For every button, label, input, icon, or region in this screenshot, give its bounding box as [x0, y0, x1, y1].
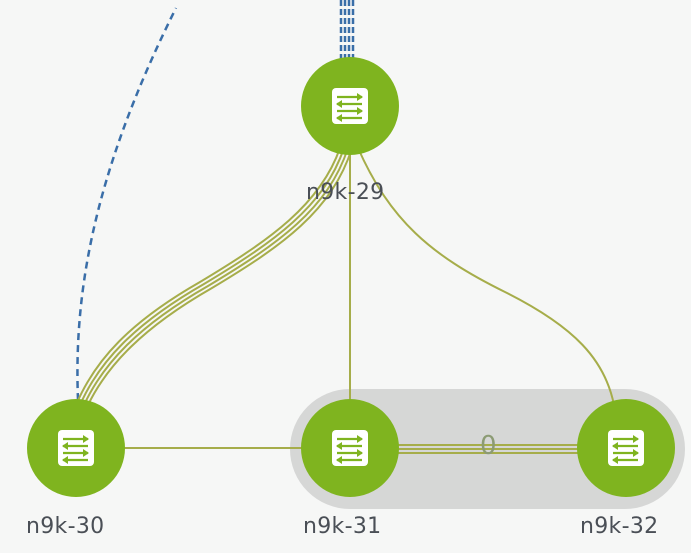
node-label-n9k-29: n9k-29 [306, 180, 385, 205]
switch-icon [58, 430, 94, 466]
link-n9k-31-n9k-32[interactable] [395, 444, 580, 454]
node-label-n9k-30: n9k-30 [26, 514, 105, 539]
switch-icon [608, 430, 644, 466]
node-label-n9k-31: n9k-31 [303, 514, 382, 539]
link-n9k-29-n9k-32[interactable] [357, 147, 615, 406]
node-n9k-31[interactable] [301, 399, 399, 497]
node-label-n9k-32: n9k-32 [580, 514, 659, 539]
dashed-link-n9k-30[interactable] [76, 7, 178, 401]
link-count-badge: 0 [480, 431, 497, 461]
node-n9k-29[interactable] [301, 57, 399, 155]
switch-icon [332, 430, 368, 466]
node-n9k-30[interactable] [27, 399, 125, 497]
dashed-bundle-link-n9k-29[interactable] [339, 0, 355, 62]
link-n9k-29-n9k-30[interactable] [75, 147, 353, 406]
switch-icon [332, 88, 368, 124]
node-n9k-32[interactable] [577, 399, 675, 497]
